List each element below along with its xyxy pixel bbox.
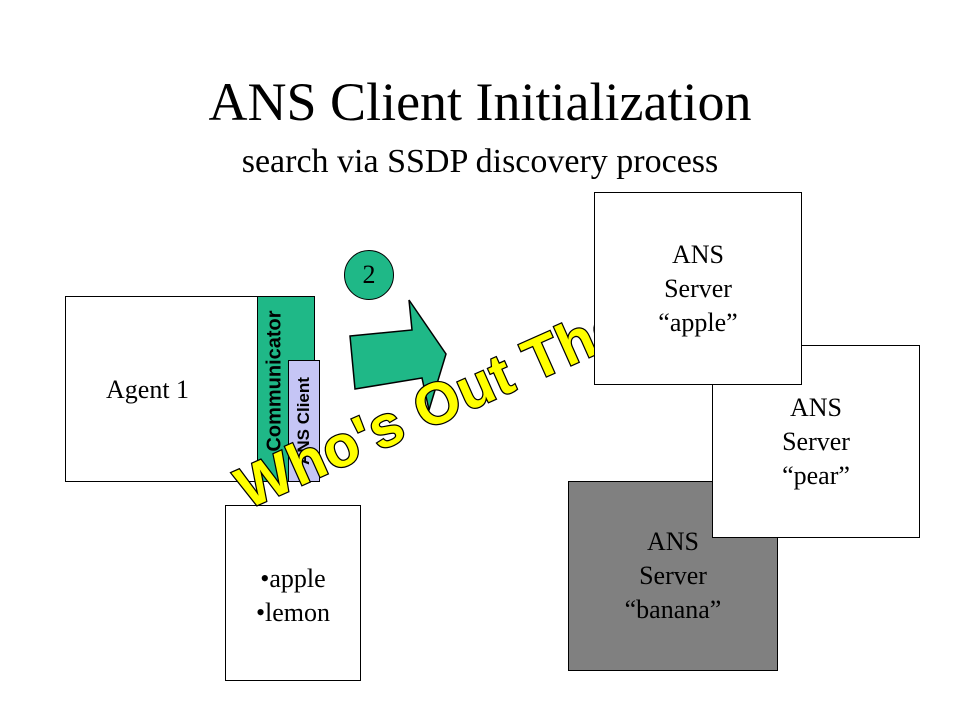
fruit-list: •apple •lemon: [226, 562, 360, 630]
server-banana-line-2: Server: [639, 561, 707, 590]
server-banana-name: “banana”: [624, 595, 722, 624]
agent-box: Agent 1: [65, 296, 260, 482]
server-pear-line-2: Server: [782, 426, 850, 456]
fruit-item-lemon: •lemon: [255, 598, 331, 627]
slide-title: ANS Client Initialization: [208, 72, 752, 132]
ans-client-bar: ANS Client: [288, 360, 320, 482]
step-number-badge: 2: [344, 250, 394, 300]
agent-label: Agent 1: [106, 375, 190, 404]
fruit-list-box: •apple •lemon: [225, 505, 361, 681]
server-apple-line-1: ANS: [671, 239, 724, 269]
server-apple-line-2: Server: [664, 273, 732, 303]
server-apple-box: ANS Server “apple”: [594, 192, 802, 385]
server-pear-line-1: ANS: [789, 392, 842, 422]
arrow-shape: [349, 299, 447, 413]
server-pear-name: “pear”: [782, 460, 850, 490]
fruit-item-apple: •apple: [260, 564, 326, 593]
server-apple-name: “apple”: [658, 307, 738, 337]
slide-subtitle: search via SSDP discovery process: [241, 143, 719, 180]
server-banana-line-1: ANS: [646, 527, 699, 556]
